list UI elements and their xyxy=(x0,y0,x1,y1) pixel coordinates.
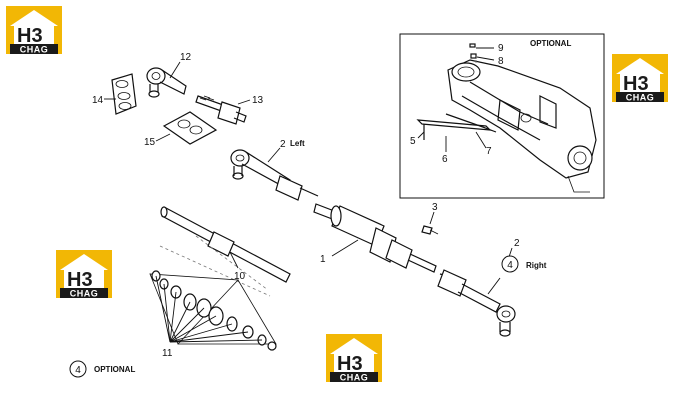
label-right: Right xyxy=(526,261,547,270)
part-11-seal-kit xyxy=(149,270,277,351)
callout-2-right: 2 xyxy=(514,238,520,249)
part-10-cylinder-rod xyxy=(159,206,291,297)
watermark-chag: CHAG xyxy=(626,93,655,103)
part-13-inner-tie-rod xyxy=(195,95,247,125)
callout-7: 7 xyxy=(486,146,492,157)
watermark-logo: H3 CHAG xyxy=(612,54,668,103)
part-1-steering-cylinder xyxy=(313,203,437,273)
part-2-right-tie-rod xyxy=(437,269,516,337)
watermark-h3: H3 xyxy=(623,73,649,95)
watermark-logo: H3 CHAG xyxy=(6,6,62,55)
watermark-h3: H3 xyxy=(337,353,363,375)
label-left: Left xyxy=(290,139,305,148)
part-14-seal-kit xyxy=(111,73,137,115)
part-15-boot-kit xyxy=(162,111,218,145)
legend-text: OPTIONAL xyxy=(94,365,135,374)
callout-10: 10 xyxy=(234,271,246,282)
callout-13: 13 xyxy=(252,95,264,106)
watermark-logo: H3 CHAG xyxy=(56,250,112,299)
callout-4-marker: 4 xyxy=(507,260,513,271)
callout-3: 3 xyxy=(432,202,438,213)
watermark-chag: CHAG xyxy=(20,45,49,55)
watermark-chag: CHAG xyxy=(70,289,99,299)
part-6-plate xyxy=(416,119,492,131)
callout-11: 11 xyxy=(162,348,173,359)
callout-5: 5 xyxy=(410,136,416,147)
legend-optional: 4 OPTIONAL xyxy=(69,360,135,378)
callout-1: 1 xyxy=(320,254,326,265)
part-8-washer xyxy=(470,53,477,59)
watermark-h3: H3 xyxy=(67,269,93,291)
optional-box-title: OPTIONAL xyxy=(530,39,571,48)
optional-marker xyxy=(501,255,519,273)
watermark-logo: H3 CHAG xyxy=(326,334,382,383)
callout-6: 6 xyxy=(442,154,448,165)
optional-inset: OPTIONAL 9 8 5 xyxy=(399,33,605,199)
legend-marker-4: 4 xyxy=(75,365,81,376)
callout-14: 14 xyxy=(92,95,104,106)
callout-8: 8 xyxy=(498,56,504,67)
watermark-chag: CHAG xyxy=(340,373,369,383)
part-2-left-tie-rod xyxy=(230,149,319,201)
callout-12: 12 xyxy=(180,52,192,63)
part-9-bolt xyxy=(469,43,476,48)
watermark-h3: H3 xyxy=(17,25,43,47)
callout-15: 15 xyxy=(144,137,156,148)
part-3-bolt xyxy=(421,225,439,235)
part-12-tie-rod-end xyxy=(146,67,187,98)
axle-housing xyxy=(447,52,597,193)
callout-2-left: 2 xyxy=(280,139,286,150)
callout-9: 9 xyxy=(498,43,504,54)
part-7-strip xyxy=(445,113,497,133)
